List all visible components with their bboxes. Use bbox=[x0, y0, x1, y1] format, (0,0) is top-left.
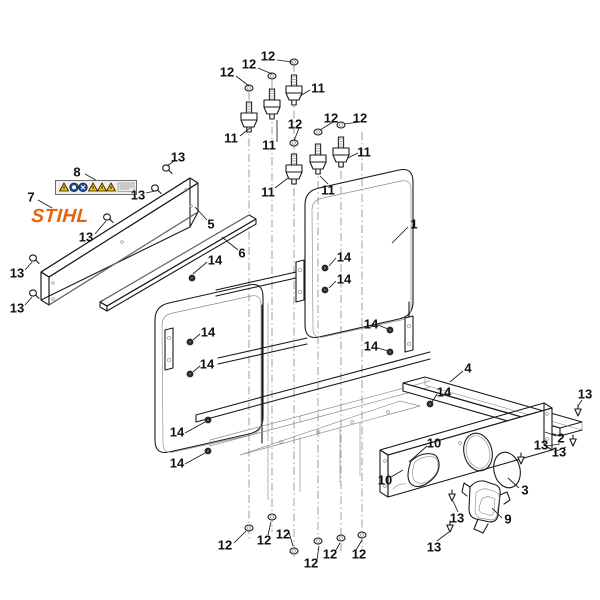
part-3-apertures bbox=[463, 432, 521, 489]
fastener-group-13-right bbox=[446, 404, 582, 533]
decal-icon-triangle-3 bbox=[96, 182, 108, 192]
callout-12-c49: 12 bbox=[351, 546, 367, 562]
decal-icon-triangle-2 bbox=[87, 182, 99, 192]
part-6-rail bbox=[99, 213, 257, 312]
decal-icon-triangle-4 bbox=[105, 182, 117, 192]
callout-12-c1: 12 bbox=[219, 64, 235, 80]
stihl-wordmark: STIHL bbox=[30, 206, 90, 227]
axis-lines bbox=[248, 64, 363, 560]
decal-icon-circle-2 bbox=[78, 182, 88, 192]
callout-12-c48: 12 bbox=[322, 546, 338, 562]
part-1-handle-frame-right bbox=[304, 168, 414, 339]
fastener-group-14 bbox=[186, 264, 434, 455]
callout-14-c27: 14 bbox=[199, 356, 215, 372]
callout-14-c25: 14 bbox=[336, 271, 352, 287]
part-10-gaskets bbox=[392, 453, 440, 490]
callout-14-c22: 14 bbox=[207, 252, 223, 268]
callout-13-c43: 13 bbox=[426, 539, 442, 555]
callout-13-c19: 13 bbox=[9, 300, 25, 316]
fastener-14-rail bbox=[188, 274, 196, 282]
callout-13-c36: 13 bbox=[533, 437, 549, 453]
callout-14-c30: 14 bbox=[169, 424, 185, 440]
callout-14-c26: 14 bbox=[200, 324, 216, 340]
callout-12-c44: 12 bbox=[217, 537, 233, 553]
callout-12-c9: 12 bbox=[352, 110, 368, 126]
callout-7-c14: 7 bbox=[27, 189, 35, 205]
callout-12-c45: 12 bbox=[256, 532, 272, 548]
decal-icon-circle-1 bbox=[69, 182, 79, 192]
safety-decal-graphic bbox=[55, 180, 137, 195]
callout-13-c42: 13 bbox=[449, 510, 465, 526]
callout-12-c46: 12 bbox=[275, 526, 291, 542]
callout-14-c28: 14 bbox=[363, 316, 379, 332]
callout-13-c15: 13 bbox=[170, 149, 186, 165]
decal-icon-triangle-1 bbox=[58, 182, 70, 192]
fastener-group-13-left bbox=[29, 164, 173, 299]
callout-10-c38: 10 bbox=[426, 435, 442, 451]
callout-14-c29: 14 bbox=[363, 338, 379, 354]
callout-13-c18: 13 bbox=[9, 265, 25, 281]
callout-8-c13: 8 bbox=[73, 164, 81, 180]
callout-6-c21: 6 bbox=[238, 245, 246, 261]
part-9-bracket bbox=[461, 480, 511, 534]
callout-12-c47: 12 bbox=[303, 555, 319, 571]
callout-12-c7: 12 bbox=[287, 116, 303, 132]
callout-12-c8: 12 bbox=[323, 110, 339, 126]
callout-10-c39: 10 bbox=[377, 472, 393, 488]
callout-13-c37: 13 bbox=[551, 444, 567, 460]
callout-9-c41: 9 bbox=[504, 511, 512, 527]
frame-mount-tabs bbox=[164, 259, 414, 371]
callout-13-c16: 13 bbox=[130, 187, 146, 203]
callout-2-c35: 2 bbox=[557, 430, 565, 446]
callout-11-c6: 11 bbox=[262, 137, 276, 153]
callout-11-c4: 11 bbox=[311, 80, 325, 96]
frame-cross-members bbox=[215, 269, 410, 444]
callout-14-c24: 14 bbox=[336, 249, 352, 265]
part-2-front-panel bbox=[379, 402, 553, 498]
callout-1-c23: 1 bbox=[410, 216, 418, 232]
callout-12-c3: 12 bbox=[260, 48, 276, 64]
decal-icon-text-block bbox=[117, 182, 135, 192]
leader-lines bbox=[24, 59, 583, 561]
callout-3-c40: 3 bbox=[521, 482, 529, 498]
part-12-nuts-bottom bbox=[244, 513, 367, 555]
callout-13-c34: 13 bbox=[577, 386, 593, 402]
callout-11-c12: 11 bbox=[357, 144, 371, 160]
callout-5-c20: 5 bbox=[207, 216, 215, 232]
part-1-handle-frame-left bbox=[154, 283, 264, 454]
callout-12-c2: 12 bbox=[241, 56, 257, 72]
safety-decal bbox=[55, 180, 137, 200]
callout-11-c10: 11 bbox=[261, 184, 275, 200]
callout-13-c17: 13 bbox=[78, 229, 94, 245]
callout-4-c32: 4 bbox=[464, 360, 472, 376]
part-11-vibration-mounts bbox=[240, 74, 350, 185]
callout-11-c5: 11 bbox=[224, 130, 238, 146]
part-5-side-panel bbox=[40, 177, 199, 306]
callout-14-c33: 14 bbox=[436, 384, 452, 400]
callout-11-c11: 11 bbox=[321, 182, 335, 198]
callout-14-c31: 14 bbox=[169, 455, 185, 471]
